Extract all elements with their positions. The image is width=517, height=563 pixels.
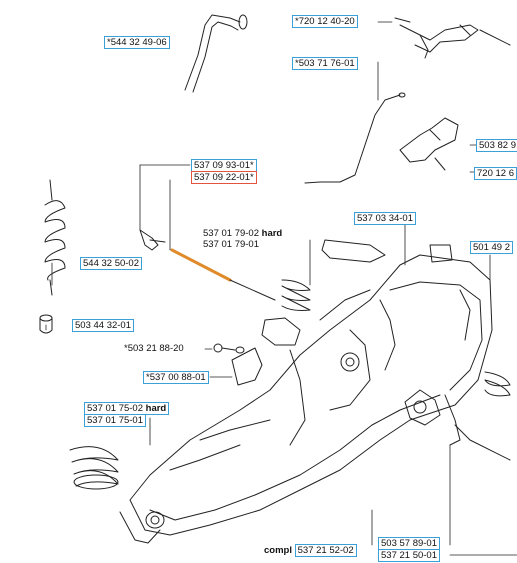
part-number: 537 03 34-01 — [357, 213, 413, 224]
part-number: 537 21 52-02 — [294, 544, 357, 557]
part-number: 537 01 75-02 — [87, 403, 143, 414]
part-label-537-03-34-01: 537 03 34-01 — [354, 212, 416, 225]
part-number: 537 21 50-01 — [381, 550, 437, 561]
part-label-537-09-22-01: 537 09 22-01* — [191, 171, 257, 184]
trigger-part — [394, 17, 511, 59]
asterisk: * — [124, 343, 128, 354]
part-label-503-71-76-01: *503 71 76-01 — [292, 57, 358, 70]
hard-variant-note: hard — [261, 228, 283, 239]
clip-part — [429, 244, 453, 263]
part-number: 503 57 89-01 — [381, 538, 437, 549]
part-number: 720 12 6 — [477, 168, 514, 179]
part-label-503-82-9: 503 82 9 — [476, 139, 517, 152]
part-number: 501 49 2 — [473, 242, 510, 253]
bolt-part — [213, 343, 245, 354]
part-number: 503 82 9 — [479, 140, 516, 151]
av-spring-part — [281, 279, 311, 311]
right-spring-part — [484, 371, 511, 397]
part-number: 544 32 50-02 — [83, 258, 139, 269]
hard-variant-note: hard — [145, 403, 167, 414]
cover-plate-part — [321, 239, 386, 263]
spring-coil-part — [44, 179, 66, 296]
part-label-544-32-50-02: 544 32 50-02 — [80, 257, 142, 270]
handle-frame-part — [119, 254, 493, 544]
part-number: 537 01 75-01 — [87, 415, 143, 426]
part-label-537-00-88-01: *537 00 88-01 — [143, 371, 209, 384]
part-number: 503 44 32-01 — [75, 320, 131, 331]
asterisk: * — [295, 58, 299, 69]
leader-lines — [45, 21, 517, 556]
throttle-lever-part — [399, 117, 459, 171]
handle-spring-part — [69, 446, 119, 490]
asterisk: * — [107, 37, 111, 48]
part-number: 503 71 76-01 — [298, 58, 355, 69]
asterisk: * — [146, 372, 150, 383]
throttle-cable-part — [304, 92, 406, 184]
part-label-537-21-52-02: compl 537 21 52-02 — [264, 544, 357, 557]
part-label-720-12-40-20: *720 12 40-20 — [292, 15, 358, 28]
brake-lever-part — [444, 394, 511, 461]
part-number: 537 00 88-01 — [149, 372, 206, 383]
part-label-537-01-79-01: 537 01 79-01 — [203, 239, 259, 250]
asterisk: * — [250, 160, 254, 171]
asterisk: * — [295, 16, 299, 27]
part-label-537-01-75-01: 537 01 75-01 — [84, 414, 146, 427]
bushing-part — [39, 314, 53, 334]
part-number: 503 21 88-20 — [127, 343, 184, 354]
choke-rod-part — [170, 248, 276, 301]
part-label-501-49-2: 501 49 2 — [470, 241, 513, 254]
asterisk: * — [250, 172, 254, 183]
part-number: 720 12 40-20 — [298, 16, 355, 27]
part-label-544-32-49-06: *544 32 49-06 — [104, 36, 170, 49]
part-number: 537 01 79-02 — [203, 228, 259, 239]
fuel-hose-part — [184, 14, 248, 93]
part-label-503-44-32-01: 503 44 32-01 — [72, 319, 134, 332]
part-number: 537 09 22-01 — [194, 172, 250, 183]
part-number: 537 01 79-01 — [203, 239, 259, 250]
part-label-503-21-88-20: *503 21 88-20 — [124, 343, 184, 354]
part-number: 537 09 93-01 — [194, 160, 250, 171]
part-label-537-01-79-02: 537 01 79-02 hard — [203, 228, 282, 239]
part-label-537-21-50-01: 537 21 50-01 — [378, 549, 440, 562]
screw-part — [139, 229, 166, 251]
part-number: 544 32 49-06 — [110, 37, 167, 48]
block-part — [231, 347, 263, 386]
complete-assembly-note: compl — [264, 545, 292, 556]
part-label-720-12-6: 720 12 6 — [474, 167, 517, 180]
